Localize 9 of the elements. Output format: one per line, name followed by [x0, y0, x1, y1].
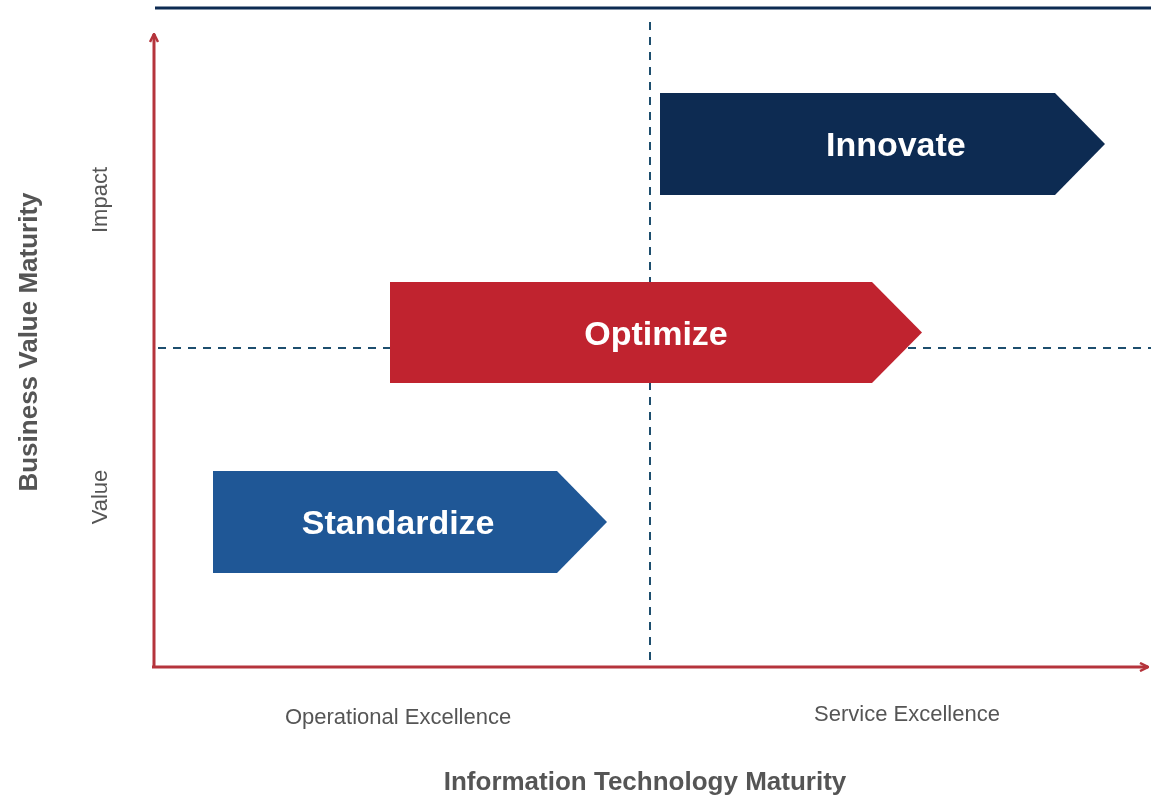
step-label: Standardize [301, 502, 495, 542]
step-label: Optimize [584, 313, 728, 352]
axis-title: Information Technology Maturity [443, 765, 847, 797]
axis-label: Operational Excellence [284, 704, 512, 730]
axis-label: Impact [87, 167, 113, 233]
axis-label: Value [87, 469, 113, 525]
step-label: Innovate [825, 124, 966, 164]
axis-label: Service Excellence [814, 701, 1000, 727]
axis-title: Business Value Maturity [12, 192, 44, 492]
